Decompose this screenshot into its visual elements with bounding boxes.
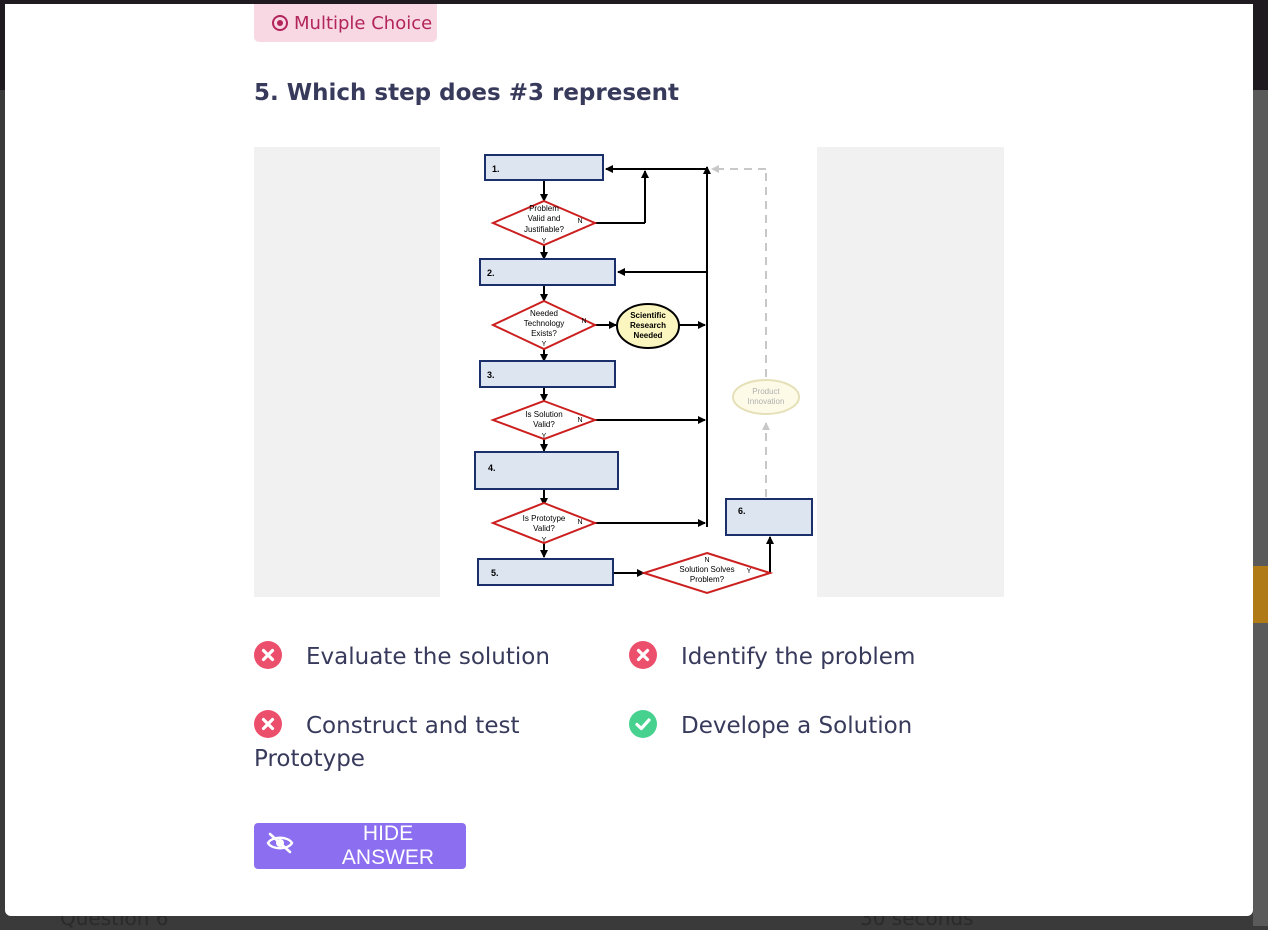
question-image: 1. 2. 3. 4. 5. 6. Problem Val <box>254 147 1004 597</box>
decision-2-line-3: Exists? <box>531 329 557 338</box>
option-evaluate[interactable]: Evaluate the solution <box>254 641 550 674</box>
research-line-2: Research <box>630 321 666 330</box>
answer-modal: Multiple Choice 5. Which step does #3 re… <box>5 4 1253 916</box>
incorrect-icon <box>254 641 282 669</box>
option-construct[interactable]: Construct and test Prototype <box>254 710 594 776</box>
decision-5-line-1: Solution Solves <box>679 565 734 574</box>
question-type-badge: Multiple Choice <box>254 4 437 42</box>
decision-4-line-2: Valid? <box>533 524 555 533</box>
eye-slash-icon <box>266 832 294 860</box>
decision-2-line-2: Technology <box>524 319 564 328</box>
option-text: Evaluate the solution <box>306 644 550 670</box>
innovation-line-1: Product <box>752 387 780 396</box>
option-text: Construct and test Prototype <box>254 713 520 772</box>
option-text: Identify the problem <box>681 644 916 670</box>
decision-1-line-2: Valid and <box>528 214 561 223</box>
option-develop[interactable]: Develope a Solution <box>629 710 912 743</box>
background-panel <box>1253 90 1268 926</box>
decision-2-no: N <box>581 318 586 325</box>
incorrect-icon <box>254 710 282 738</box>
background-accent <box>1253 566 1268 623</box>
decision-5-no: N <box>704 557 709 564</box>
decision-2-line-1: Needed <box>530 309 558 318</box>
decision-1-no: N <box>577 218 582 225</box>
question-text: 5. Which step does #3 represent <box>254 80 679 106</box>
option-identify[interactable]: Identify the problem <box>629 641 915 674</box>
step-6-label: 6. <box>738 506 746 516</box>
hide-answer-button[interactable]: HIDE ANSWER <box>254 822 466 869</box>
decision-3-line-1: Is Solution <box>525 410 562 419</box>
incorrect-icon <box>629 641 657 669</box>
decision-2-yes: Y <box>542 341 547 348</box>
step-1-label: 1. <box>492 164 500 174</box>
radio-icon <box>272 15 288 31</box>
decision-1-line-3: Justifiable? <box>524 225 565 234</box>
question-type-label: Multiple Choice <box>294 12 433 34</box>
option-text: Develope a Solution <box>681 713 913 739</box>
decision-4-yes: Y <box>542 537 547 544</box>
innovation-line-2: Innovation <box>748 397 785 406</box>
decision-3-yes: Y <box>542 433 547 440</box>
step-2-label: 2. <box>487 268 495 278</box>
flowchart-diagram: 1. 2. 3. 4. 5. 6. Problem Val <box>440 147 817 597</box>
decision-3-no: N <box>577 417 582 424</box>
correct-check-icon <box>629 710 657 738</box>
decision-5-line-2: Problem? <box>690 575 725 584</box>
decision-5-yes: Y <box>747 568 752 575</box>
hide-answer-label: HIDE ANSWER <box>341 822 435 869</box>
decision-4-line-1: Is Prototype <box>523 514 566 523</box>
decision-1-yes: Y <box>542 238 547 245</box>
decision-1-line-1: Problem <box>529 204 559 213</box>
step-3-label: 3. <box>487 370 495 380</box>
research-line-1: Scientific <box>630 311 666 320</box>
step-4-label: 4. <box>488 463 496 473</box>
decision-3-line-2: Valid? <box>533 420 555 429</box>
decision-4-no: N <box>577 519 582 526</box>
step-5-label: 5. <box>491 568 499 578</box>
research-line-3: Needed <box>634 331 663 340</box>
